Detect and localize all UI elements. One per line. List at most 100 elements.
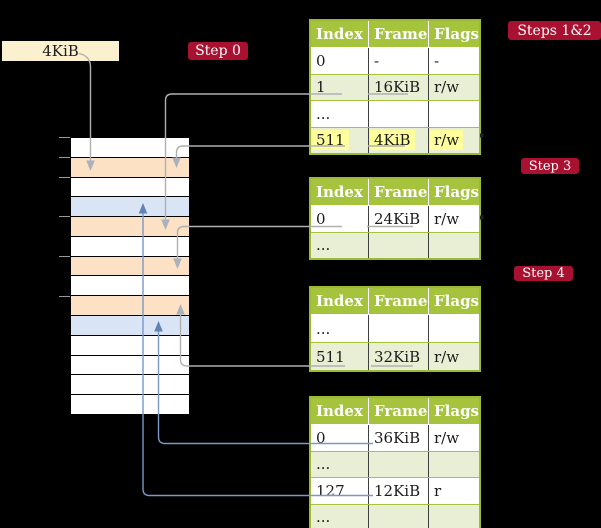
page-table-2: Index Frame Flags 0 24KiB r/w ... bbox=[309, 177, 481, 260]
badge-step-0: Step 0 bbox=[188, 42, 248, 60]
table-cell: - bbox=[428, 48, 479, 74]
table-cell: 32KiB bbox=[368, 343, 428, 370]
memory-frame-row bbox=[71, 355, 189, 376]
table-header-row: Index Frame Flags bbox=[311, 288, 479, 315]
memory-frame-row bbox=[71, 395, 189, 414]
table-cell bbox=[428, 504, 479, 528]
table-cell: 36KiB bbox=[368, 425, 428, 451]
table-cell bbox=[428, 101, 479, 127]
table-cell: ... bbox=[316, 104, 331, 123]
header-cell-index: Index bbox=[316, 402, 363, 420]
memory-frame-row bbox=[71, 138, 189, 158]
table-cell: r/w bbox=[428, 343, 479, 370]
address-tick bbox=[59, 216, 70, 217]
badge-step-4: Step 4 bbox=[514, 266, 573, 281]
header-cell-flags: Flags bbox=[428, 288, 479, 314]
table-row: 1 16KiB r/w bbox=[311, 73, 479, 100]
header-cell-frame: Frame bbox=[368, 288, 428, 314]
table-cell: 0 bbox=[316, 209, 326, 228]
table-header-row: Index Frame Flags bbox=[311, 179, 479, 206]
table-row: 0 24KiB r/w bbox=[311, 206, 479, 232]
table-cell: 511 bbox=[311, 128, 368, 154]
table-row: ... bbox=[311, 231, 479, 258]
table-cell: 0 bbox=[316, 428, 326, 447]
table-row: ... bbox=[311, 315, 479, 342]
table-cell: ... bbox=[316, 508, 331, 527]
table-cell: r/w bbox=[428, 74, 479, 100]
page-size-box: 4KiB bbox=[2, 41, 119, 61]
table-cell: 127 bbox=[316, 481, 345, 500]
table-cell: 0 bbox=[316, 51, 326, 70]
table-row-highlighted: 511 4KiB r/w bbox=[311, 126, 479, 154]
page-table-3: Index Frame Flags ... 511 32KiB r/w bbox=[309, 286, 481, 372]
header-cell-flags: Flags bbox=[428, 21, 479, 47]
table-cell: 1 bbox=[316, 78, 326, 97]
table-cell: r/w bbox=[428, 425, 479, 451]
highlight: 4KiB bbox=[370, 130, 415, 151]
table-cell: 16KiB bbox=[368, 74, 428, 100]
table-cell: ... bbox=[316, 236, 331, 255]
highlight: r/w bbox=[430, 130, 464, 151]
page-table-4: Index Frame Flags 0 36KiB r/w ... 127 12… bbox=[309, 396, 481, 528]
table-cell: ... bbox=[316, 455, 331, 474]
memory-frame-row bbox=[71, 236, 189, 257]
table-row: 0 - - bbox=[311, 48, 479, 74]
table-row: ... bbox=[311, 100, 479, 127]
table-cell bbox=[368, 101, 428, 127]
table-cell bbox=[428, 232, 479, 258]
table-row: 127 12KiB r bbox=[311, 477, 479, 504]
badge-step-4-label: Step 4 bbox=[522, 266, 565, 281]
header-cell-flags: Flags bbox=[428, 179, 479, 205]
table-cell bbox=[368, 232, 428, 258]
header-cell-frame: Frame bbox=[368, 398, 428, 424]
table-row: 0 36KiB r/w bbox=[311, 425, 479, 451]
table-row: ... bbox=[311, 450, 479, 477]
page-table-1: Index Frame Flags 0 - - 1 16KiB r/w ... … bbox=[309, 19, 481, 155]
memory-frame-row bbox=[71, 375, 189, 396]
memory-frame-row bbox=[71, 157, 189, 178]
badge-step-3-label: Step 3 bbox=[528, 158, 572, 174]
badge-step-0-label: Step 0 bbox=[195, 43, 241, 59]
memory-frame-row bbox=[71, 256, 189, 277]
table-cell bbox=[368, 504, 428, 528]
header-cell-flags: Flags bbox=[428, 398, 479, 424]
table-cell bbox=[368, 315, 428, 342]
table-cell: r/w bbox=[428, 206, 479, 232]
address-tick bbox=[59, 157, 70, 158]
table-cell: 24KiB bbox=[368, 206, 428, 232]
memory-frame-row bbox=[71, 276, 189, 297]
memory-frame-row bbox=[71, 296, 189, 317]
memory-frame-row bbox=[71, 316, 189, 336]
badge-steps-1-2: Steps 1&2 bbox=[508, 21, 601, 40]
header-cell-frame: Frame bbox=[368, 179, 428, 205]
table-cell bbox=[428, 315, 479, 342]
table-cell: 4KiB bbox=[368, 127, 428, 153]
table-header-row: Index Frame Flags bbox=[311, 398, 479, 425]
table-cell: r/w bbox=[428, 127, 479, 153]
highlight: 511 bbox=[312, 130, 349, 151]
physical-memory-column bbox=[70, 137, 190, 415]
table-cell: - bbox=[368, 48, 428, 74]
address-tick bbox=[59, 296, 70, 297]
badge-step-3: Step 3 bbox=[521, 158, 579, 174]
table-header-row: Index Frame Flags bbox=[311, 21, 479, 48]
table-cell: r bbox=[428, 478, 479, 504]
address-tick bbox=[59, 137, 70, 138]
table-cell: 12KiB bbox=[368, 478, 428, 504]
memory-frame-row bbox=[71, 197, 189, 218]
table-cell bbox=[428, 451, 479, 477]
header-cell-index: Index bbox=[316, 25, 363, 43]
table-cell: 511 bbox=[316, 347, 345, 366]
memory-frame-row bbox=[71, 217, 189, 237]
table-cell: ... bbox=[316, 319, 331, 338]
table-cell bbox=[368, 451, 428, 477]
address-tick bbox=[59, 177, 70, 178]
memory-frame-row bbox=[71, 177, 189, 198]
table-row: ... bbox=[311, 503, 479, 528]
memory-frame-row bbox=[71, 335, 189, 356]
address-tick bbox=[59, 256, 70, 257]
badge-steps-1-2-label: Steps 1&2 bbox=[517, 22, 592, 39]
header-cell-index: Index bbox=[316, 183, 363, 201]
page-size-label: 4KiB bbox=[42, 42, 79, 60]
